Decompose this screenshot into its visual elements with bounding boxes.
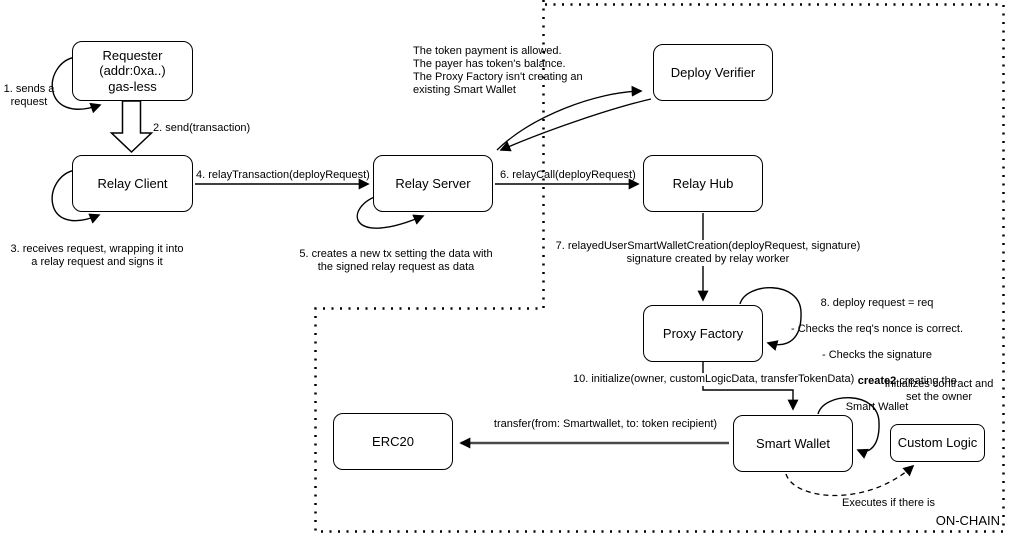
node-relay-client-label: Relay Client bbox=[97, 175, 168, 191]
node-relay-hub-label: Relay Hub bbox=[672, 175, 734, 191]
node-deploy-verifier-label: Deploy Verifier bbox=[670, 64, 756, 80]
relay-server-self-loop-arrow bbox=[356, 195, 425, 229]
node-proxy-factory-label: Proxy Factory bbox=[662, 325, 744, 341]
node-erc20: ERC20 bbox=[333, 413, 453, 470]
node-smart-wallet: Smart Wallet bbox=[733, 415, 853, 472]
proxy-factory-self-loop-arrow bbox=[739, 287, 802, 351]
label-step7: 7. relayedUserSmartWalletCreation(deploy… bbox=[546, 240, 870, 266]
label-step5: 5. creates a new tx setting the data wit… bbox=[299, 248, 493, 273]
node-relay-server: Relay Server bbox=[373, 155, 493, 212]
label-on-chain: ON-CHAIN bbox=[935, 513, 1000, 528]
label-transfer: transfer(from: Smartwallet, to: token re… bbox=[493, 418, 718, 430]
label-step4: 4. relayTransaction(deployRequest) bbox=[196, 169, 370, 181]
node-erc20-label: ERC20 bbox=[372, 433, 414, 449]
label-step3: 3. receives request, wrapping it into a … bbox=[10, 243, 184, 268]
label-init-note: Initializes contract and set the owner bbox=[884, 378, 994, 403]
label-step6: 6. relayCall(deployRequest) bbox=[500, 169, 636, 181]
label-step8-line3: - Checks the signature bbox=[821, 348, 933, 361]
node-custom-logic: Custom Logic bbox=[890, 424, 985, 462]
node-custom-logic-label: Custom Logic bbox=[897, 435, 978, 451]
label-step9-line2: Smart Wallet bbox=[845, 400, 909, 413]
node-deploy-verifier: Deploy Verifier bbox=[653, 44, 773, 101]
label-steps-8-9: 8. deploy request = req - Checks the req… bbox=[788, 284, 966, 427]
verifier-request-arrow bbox=[496, 85, 643, 151]
label-step8-line2: - Checks the req's nonce is correct. bbox=[790, 322, 964, 335]
label-step10: 10. initialize(owner, customLogicData, t… bbox=[571, 373, 857, 386]
verifier-response-arrow bbox=[499, 98, 652, 152]
executes-custom-logic-arrow bbox=[785, 464, 915, 497]
node-relay-hub: Relay Hub bbox=[643, 155, 763, 212]
node-relay-client: Relay Client bbox=[72, 155, 193, 212]
label-step8-line1: 8. deploy request = req bbox=[820, 296, 934, 309]
label-step9-create2: create2 bbox=[857, 374, 897, 387]
node-proxy-factory: Proxy Factory bbox=[643, 305, 763, 362]
node-requester-label: Requester (addr:0xa..) gas-less bbox=[99, 47, 166, 94]
requester-self-loop-arrow bbox=[51, 56, 102, 114]
label-step2: 2. send(transaction) bbox=[153, 122, 251, 134]
send-transaction-arrow bbox=[109, 100, 154, 154]
label-verifier-note: The token payment is allowed. The payer … bbox=[413, 45, 583, 96]
node-smart-wallet-label: Smart Wallet bbox=[756, 435, 830, 451]
relay-client-self-loop-arrow bbox=[51, 169, 101, 224]
smart-wallet-self-loop-arrow bbox=[817, 397, 880, 459]
node-relay-server-label: Relay Server bbox=[395, 175, 471, 191]
label-step1: 1. sends a request bbox=[3, 83, 55, 108]
label-executes-note: Executes if there is bbox=[842, 497, 935, 509]
node-requester: Requester (addr:0xa..) gas-less bbox=[72, 41, 193, 101]
